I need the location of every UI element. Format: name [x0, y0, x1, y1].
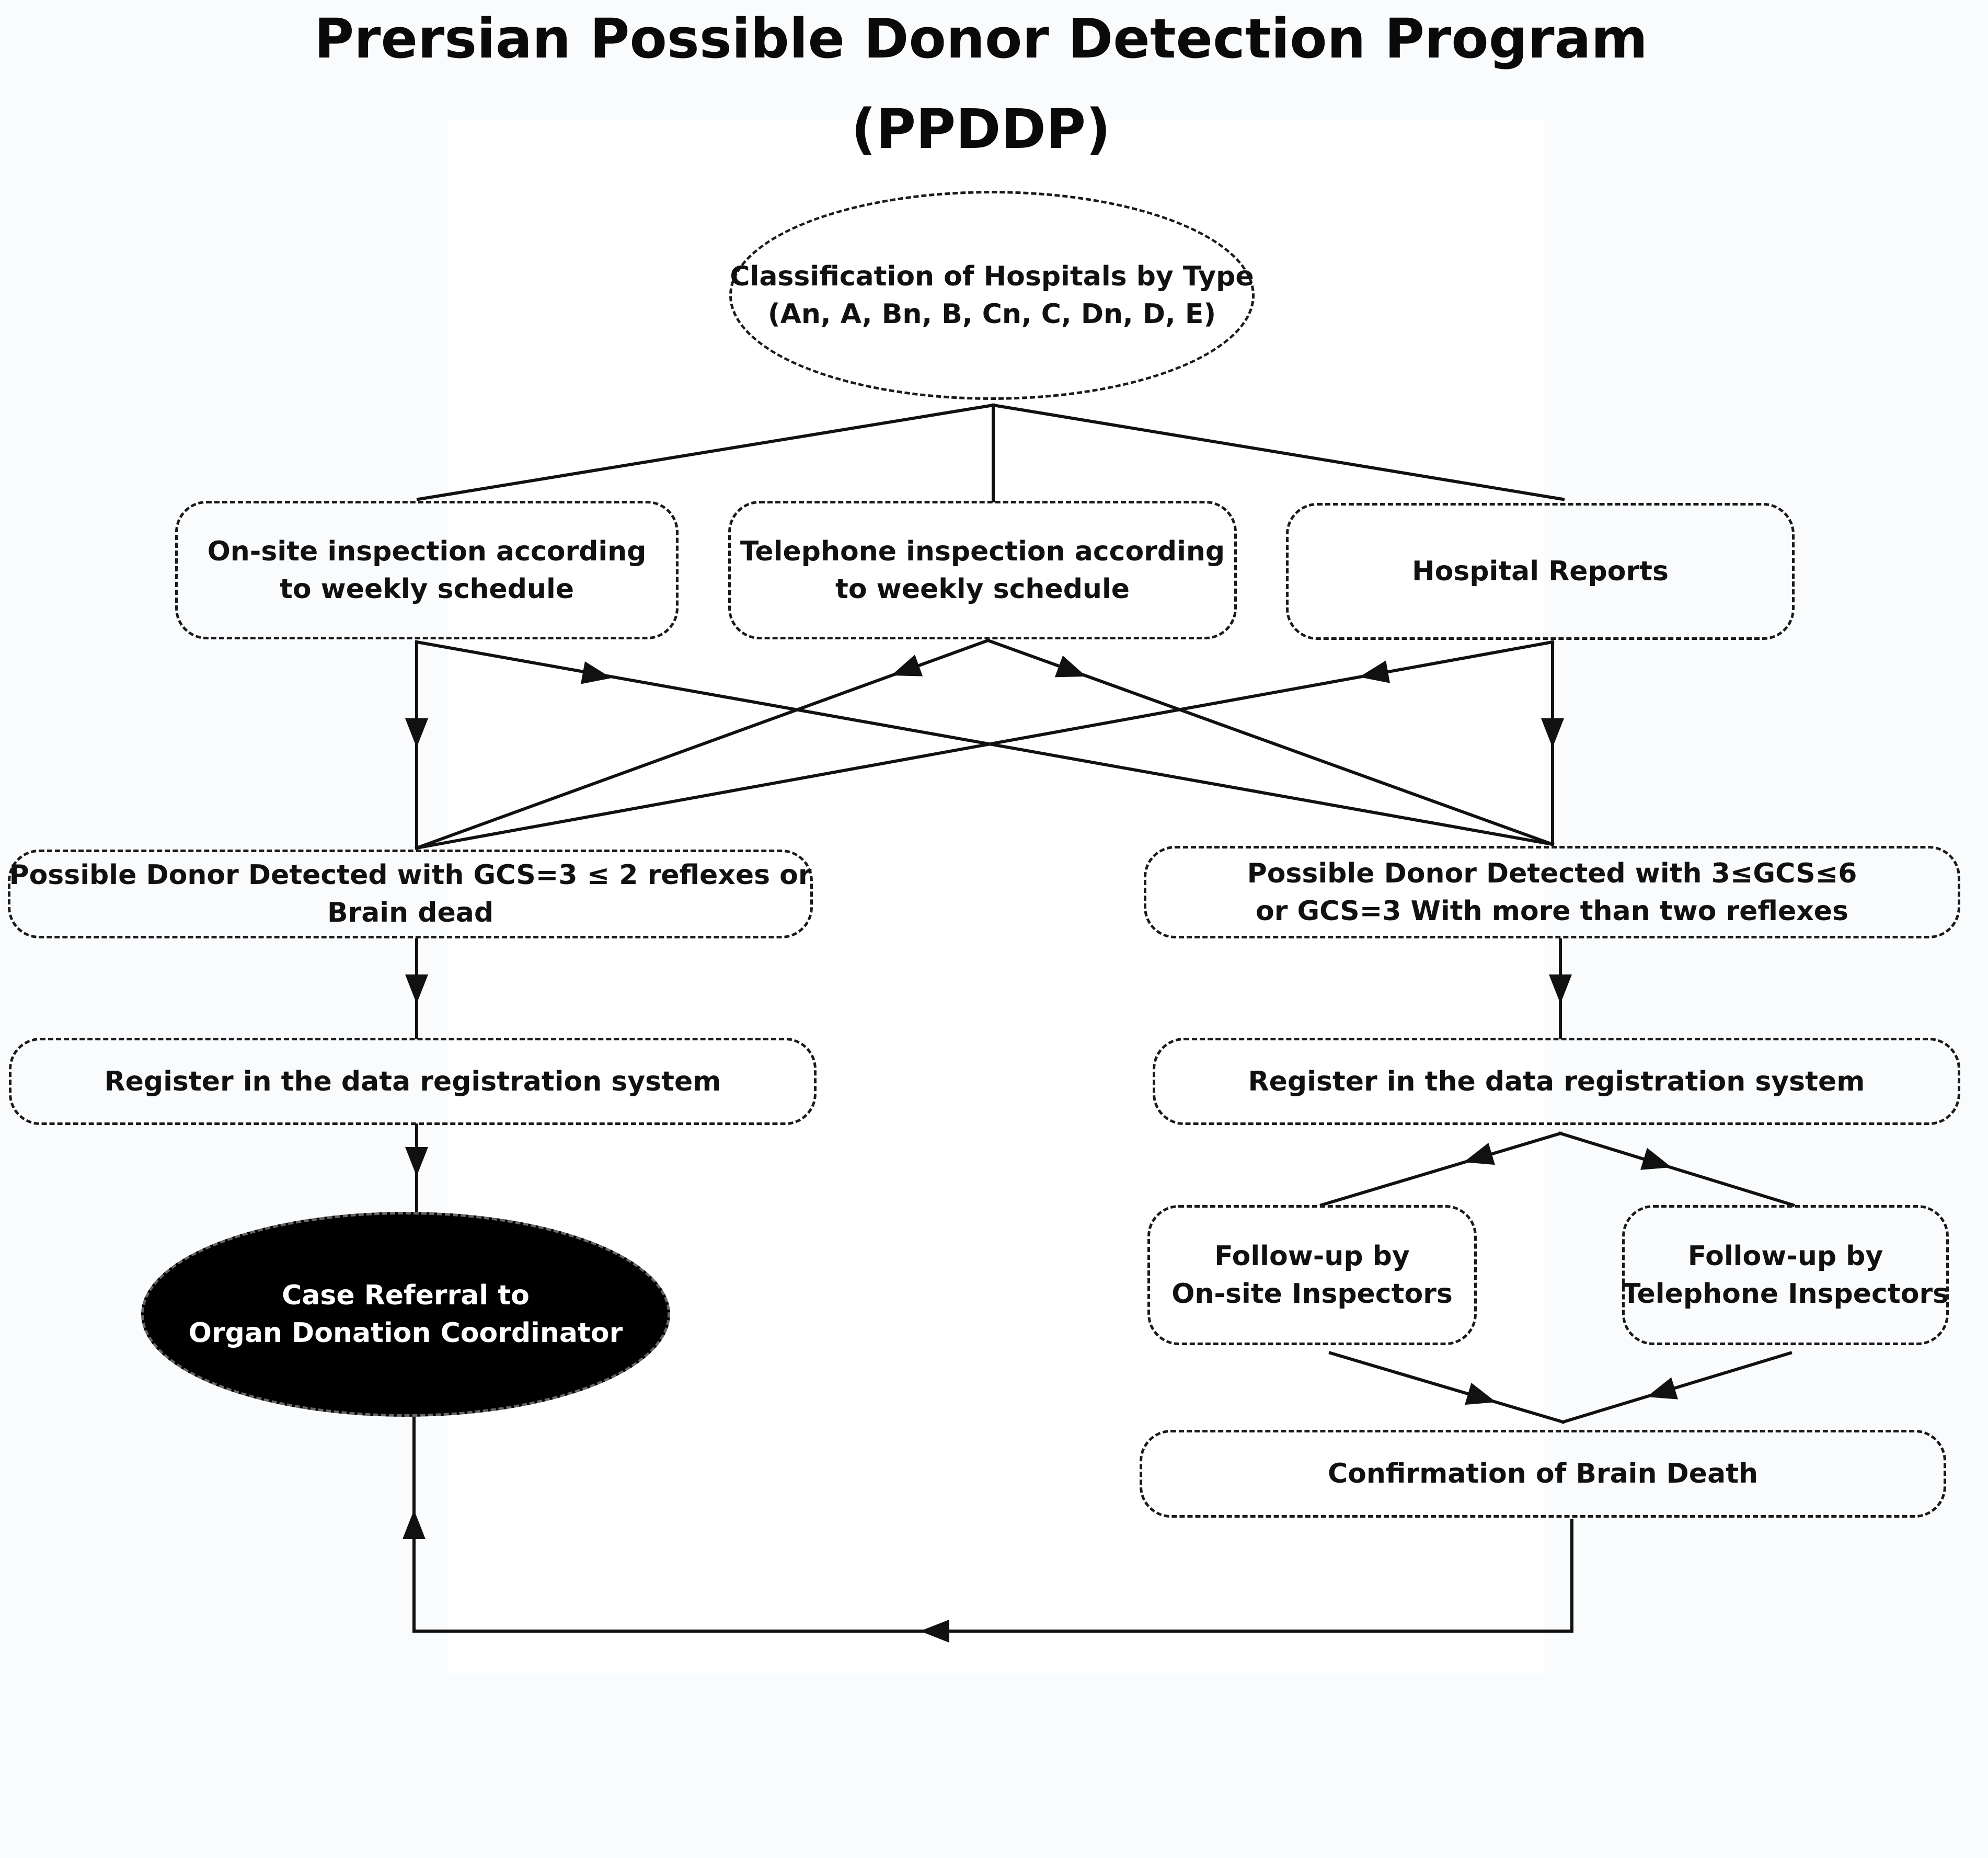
node-telephone-inspection-line2: to weekly schedule — [835, 573, 1130, 605]
node-followup-telephone-line2: Telephone Inspectors — [1622, 1278, 1949, 1310]
connector-classification-to-reports — [991, 403, 1565, 501]
node-donor-gcs3-line2: Brain dead — [327, 897, 494, 928]
diagram-title: Prersian Possible Donor Detection Progra… — [314, 7, 1648, 71]
node-register-left: Register in the data registration system — [9, 1038, 817, 1125]
node-donor-gcs3to6-line2: or GCS=3 With more than two reflexes — [1256, 895, 1848, 927]
arrowhead-telephone-to-right-donor — [1054, 656, 1086, 678]
arrowhead-loop-horizontal — [920, 1620, 949, 1643]
node-brain-death-line1: Confirmation of Brain Death — [1327, 1458, 1759, 1489]
node-donor-gcs3to6: Possible Donor Detected with 3≤GCS≤6 or … — [1144, 846, 1960, 938]
node-register-right: Register in the data registration system — [1153, 1038, 1960, 1125]
node-telephone-inspection-line1: Telephone inspection according — [740, 535, 1225, 567]
node-case-referral-line2: Organ Donation Coordinator — [188, 1317, 623, 1349]
node-onsite-inspection: On-site inspection according to weekly s… — [175, 501, 679, 639]
node-followup-telephone-line1: Follow-up by — [1687, 1241, 1883, 1272]
arrowhead-onsite-to-left-donor — [405, 718, 428, 748]
arrowhead-reports-to-right-donor — [1541, 718, 1564, 748]
node-case-referral-line1: Case Referral to — [282, 1280, 530, 1311]
arrowhead-register-to-followup-onsite — [1464, 1142, 1495, 1165]
arrowhead-left-donor-to-register — [405, 974, 428, 1004]
node-followup-onsite: Follow-up by On-site Inspectors — [1147, 1205, 1477, 1345]
node-donor-gcs3to6-line1: Possible Donor Detected with 3≤GCS≤6 — [1247, 857, 1857, 889]
arrowhead-right-donor-to-register — [1549, 974, 1572, 1004]
diagram-subtitle: (PPDDP) — [851, 97, 1111, 161]
node-donor-gcs3-line1: Possible Donor Detected with GCS=3 ≤ 2 r… — [9, 859, 812, 891]
arrowhead-followup-onsite-to-brain-death — [1465, 1382, 1496, 1405]
connector-register-to-followup-onsite — [1319, 1131, 1562, 1207]
node-case-referral: Case Referral to Organ Donation Coordina… — [141, 1212, 670, 1417]
arrowhead-register-to-followup-telephone — [1640, 1148, 1672, 1170]
arrowhead-telephone-to-left-donor — [891, 655, 923, 676]
arrowhead-reports-to-left-donor — [1359, 660, 1391, 683]
node-register-right-line1: Register in the data registration system — [1248, 1065, 1865, 1097]
node-followup-onsite-line1: Follow-up by — [1214, 1241, 1410, 1272]
connector-classification-to-onsite — [416, 403, 995, 501]
connector-register-to-followup-telephone — [1558, 1131, 1795, 1207]
connector-followup-onsite-to-brain-death — [1328, 1351, 1565, 1424]
node-hospital-reports-line1: Hospital Reports — [1412, 556, 1669, 587]
node-followup-telephone: Follow-up by Telephone Inspectors — [1622, 1205, 1949, 1345]
node-donor-gcs3: Possible Donor Detected with GCS=3 ≤ 2 r… — [8, 850, 813, 938]
node-onsite-inspection-line2: to weekly schedule — [279, 573, 574, 605]
connector-followup-telephone-to-brain-death — [1561, 1351, 1792, 1424]
arrowhead-left-register-to-referral — [405, 1147, 428, 1176]
arrowhead-followup-telephone-to-brain-death — [1647, 1377, 1678, 1400]
node-brain-death: Confirmation of Brain Death — [1140, 1430, 1946, 1518]
node-telephone-inspection: Telephone inspection according to weekly… — [728, 501, 1237, 639]
arrowhead-onsite-to-right-donor — [580, 661, 612, 684]
node-followup-onsite-line2: On-site Inspectors — [1171, 1278, 1453, 1310]
node-register-left-line1: Register in the data registration system — [104, 1065, 721, 1097]
node-hospital-reports: Hospital Reports — [1286, 503, 1795, 640]
arrowhead-loop-into-referral — [403, 1510, 426, 1539]
node-classification-line1: Classification of Hospitals by Type — [730, 261, 1254, 292]
node-classification: Classification of Hospitals by Type (An,… — [729, 191, 1255, 400]
node-classification-line2: (An, A, Bn, B, Cn, C, Dn, D, E) — [767, 299, 1216, 330]
node-onsite-inspection-line1: On-site inspection according — [207, 535, 647, 567]
